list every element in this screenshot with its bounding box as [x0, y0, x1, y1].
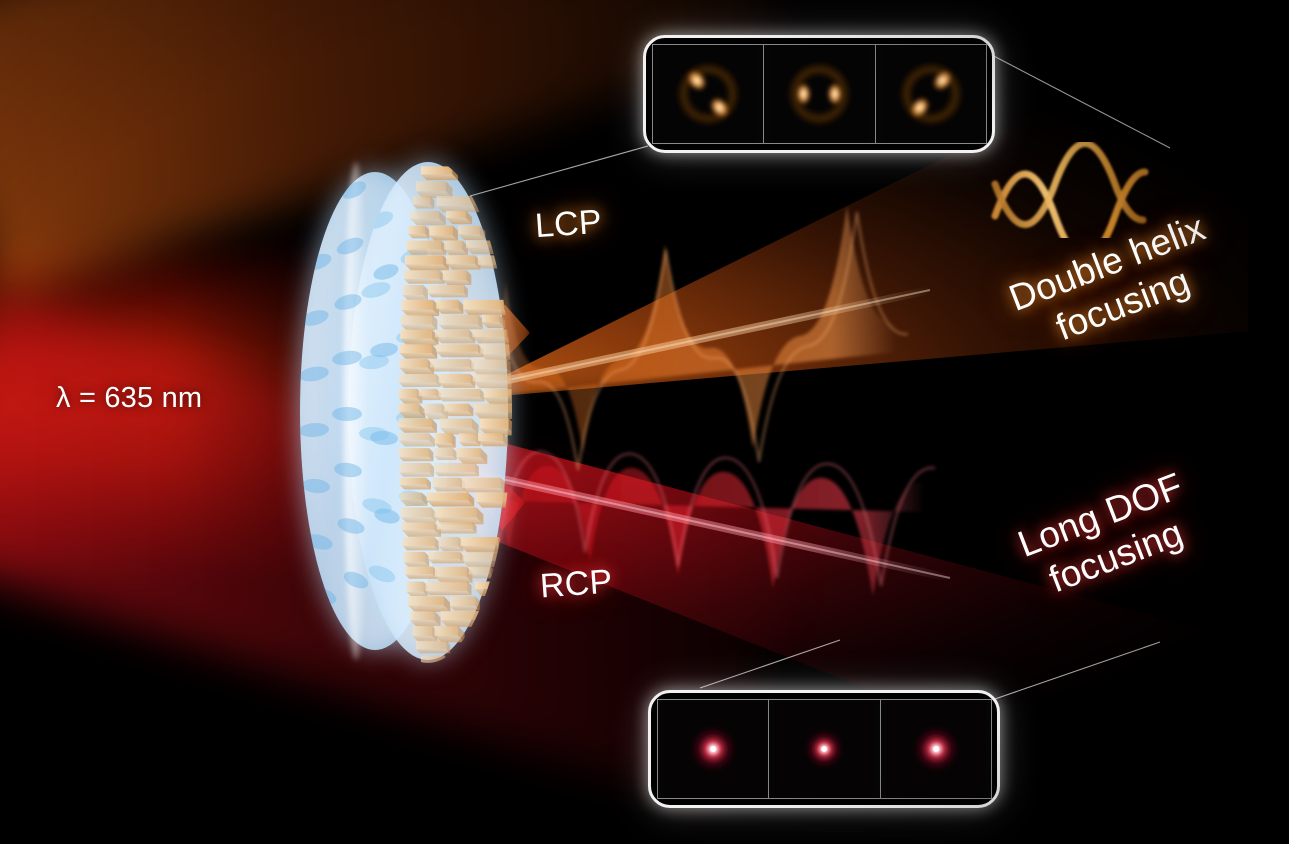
long-dof-focusing-label: Long DOF focusing: [1012, 464, 1204, 607]
psf-cell-dof-1[interactable]: [657, 699, 770, 799]
psf-cell-dof-2[interactable]: [768, 699, 881, 799]
psf-image-dh-2: [770, 45, 869, 143]
artwork-canvas: λ = 635 nm LCP RCP Double helix focusing…: [0, 0, 1248, 844]
long-dof-psf-panel[interactable]: [648, 690, 1000, 808]
lcp-label: LCP: [533, 202, 603, 246]
nanopillar-array: [398, 166, 512, 663]
double-helix-icon: [991, 142, 1149, 238]
psf-image-dof-2: [775, 700, 874, 798]
psf-image-dh-1: [659, 45, 758, 143]
psf-cell-dh-3[interactable]: [874, 44, 987, 144]
psf-image-dh-3: [881, 45, 980, 143]
psf-cell-dh-1[interactable]: [652, 44, 765, 144]
right-black-gutter: [1248, 0, 1289, 844]
wavelength-label: λ = 635 nm: [56, 382, 203, 414]
psf-image-dof-1: [664, 700, 763, 798]
double-helix-psf-panel[interactable]: [643, 35, 995, 153]
psf-cell-dof-3[interactable]: [879, 699, 992, 799]
psf-cell-dh-2[interactable]: [763, 44, 876, 144]
rcp-label: RCP: [538, 562, 614, 606]
metalens: [240, 108, 566, 712]
psf-image-dof-3: [886, 700, 985, 798]
